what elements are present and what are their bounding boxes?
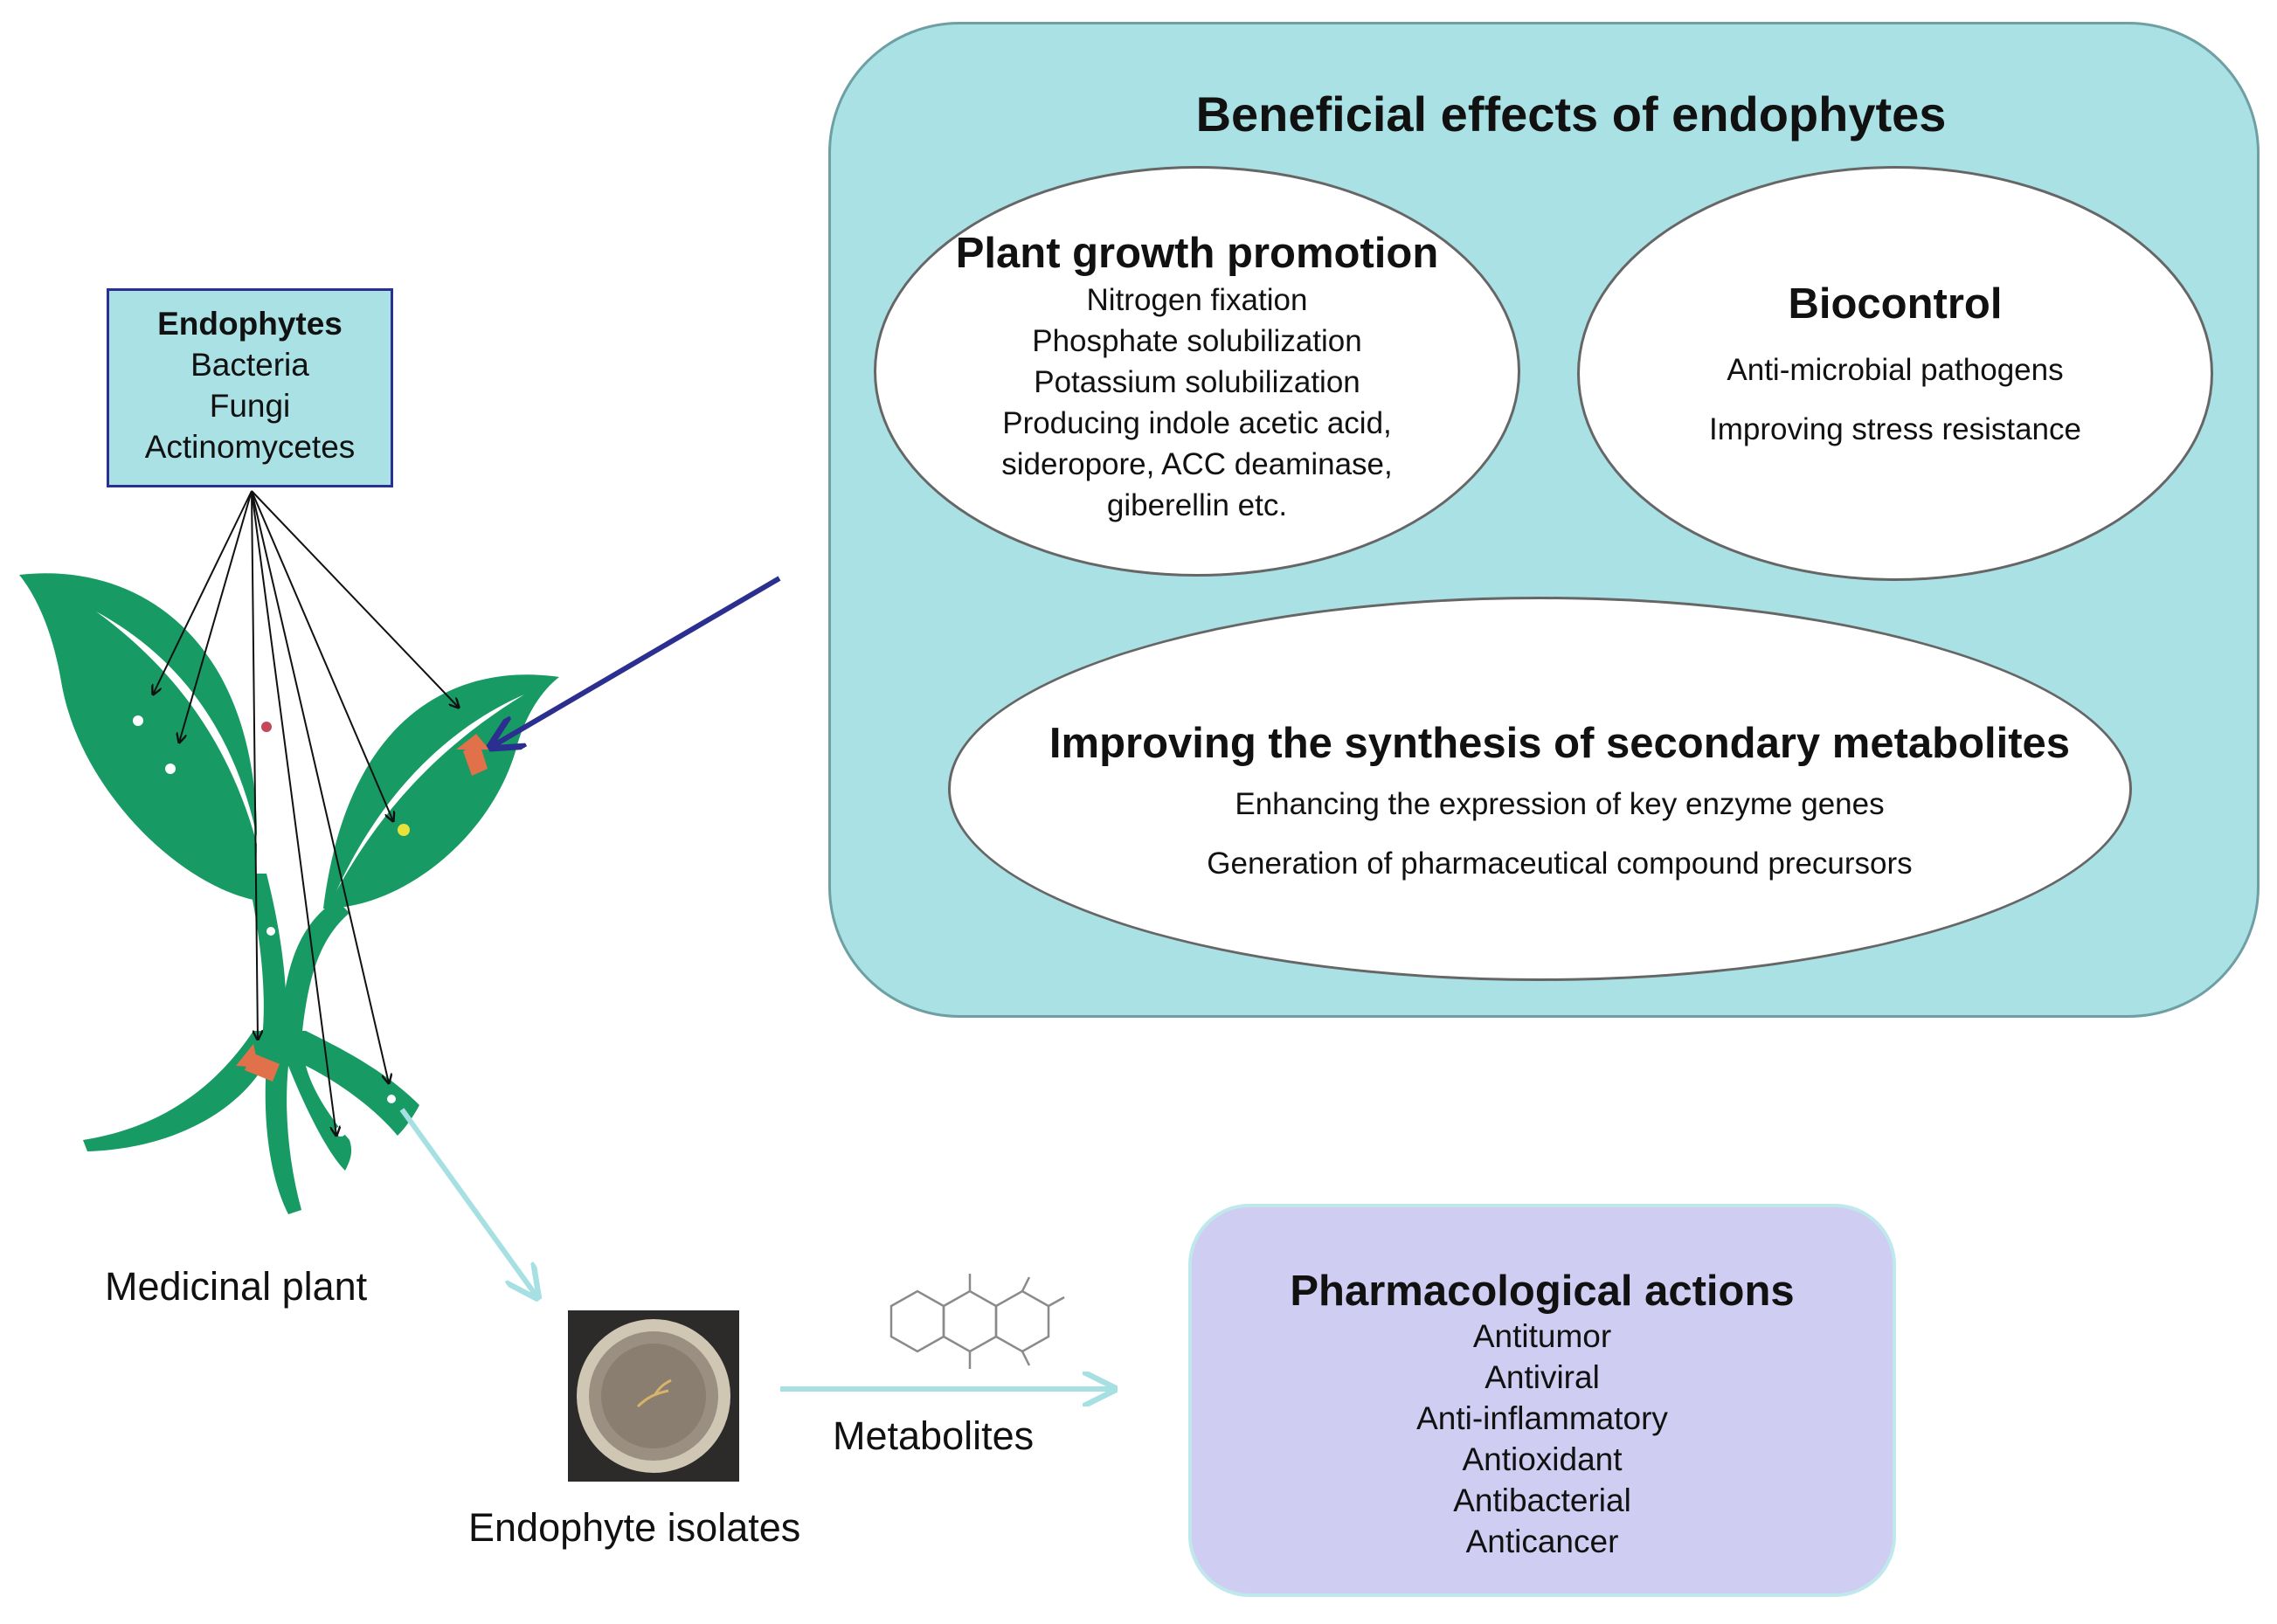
pharmacological-actions-title: Pharmacological actions [1290, 1268, 1795, 1315]
isolation-arrow [399, 1108, 537, 1297]
benefit-link-arrow [491, 576, 781, 747]
secondary-metabolites-ellipse [948, 597, 2132, 981]
biocontrol-title: Biocontrol [1788, 280, 2003, 328]
growth-item: Nitrogen fixation [1086, 283, 1308, 317]
endophytes-title: Endophytes [157, 306, 343, 342]
endophyte-type: Bacteria [190, 347, 309, 383]
growth-item: sideropore, ACC deaminase, [1001, 447, 1393, 481]
endophyte-colonization-arrows [153, 490, 459, 1136]
secondary-metabolites-title: Improving the synthesis of secondary met… [1049, 720, 2071, 767]
endophyte-type: Fungi [209, 388, 291, 424]
secondary-item: Generation of pharmaceutical compound pr… [1207, 847, 1913, 881]
medicinal-plant-illustration [19, 573, 559, 1214]
endophytes-box: Endophytes Bacteria Fungi Actinomycetes [107, 288, 393, 487]
endophyte-isolates-label: Endophyte isolates [468, 1505, 801, 1550]
metabolites-label: Metabolites [833, 1413, 1035, 1458]
plant-growth-promotion-ellipse [874, 166, 1520, 577]
growth-item: Phosphate solubilization [1032, 324, 1362, 358]
pharma-action: Antiviral [1485, 1359, 1600, 1395]
biocontrol-content: Biocontrol Anti-microbial pathogens Impr… [1577, 280, 2213, 447]
medicinal-plant-label: Medicinal plant [105, 1264, 368, 1309]
pharmacological-actions-box: Pharmacological actions Antitumor Antivi… [1188, 1204, 1896, 1597]
pharma-action: Antioxidant [1462, 1441, 1623, 1477]
pharma-action: Antitumor [1472, 1318, 1612, 1354]
metabolite-molecule-icon [889, 1274, 1065, 1369]
biocontrol-ellipse [1577, 166, 2213, 581]
growth-item: Potassium solubilization [1034, 365, 1360, 399]
endophyte-type: Actinomycetes [144, 429, 356, 465]
secondary-item: Enhancing the expression of key enzyme g… [1235, 787, 1885, 821]
pharma-action: Anti-inflammatory [1416, 1400, 1668, 1436]
plant-growth-promotion-title: Plant growth promotion [955, 230, 1439, 277]
pharma-action: Antibacterial [1453, 1482, 1631, 1518]
biocontrol-item: Improving stress resistance [1709, 412, 2081, 446]
pharma-action: Anticancer [1465, 1524, 1619, 1559]
secondary-metabolites-content: Improving the synthesis of secondary met… [948, 719, 2171, 881]
growth-item: Producing indole acetic acid, [1002, 406, 1392, 440]
plant-growth-promotion-content: Plant growth promotion Nitrogen fixation… [874, 229, 1520, 526]
biocontrol-item: Anti-microbial pathogens [1727, 353, 2064, 387]
growth-item: giberellin etc. [1106, 488, 1288, 522]
beneficial-effects-title: Beneficial effects of endophytes [1195, 86, 1947, 142]
petri-dish-image [568, 1310, 739, 1482]
